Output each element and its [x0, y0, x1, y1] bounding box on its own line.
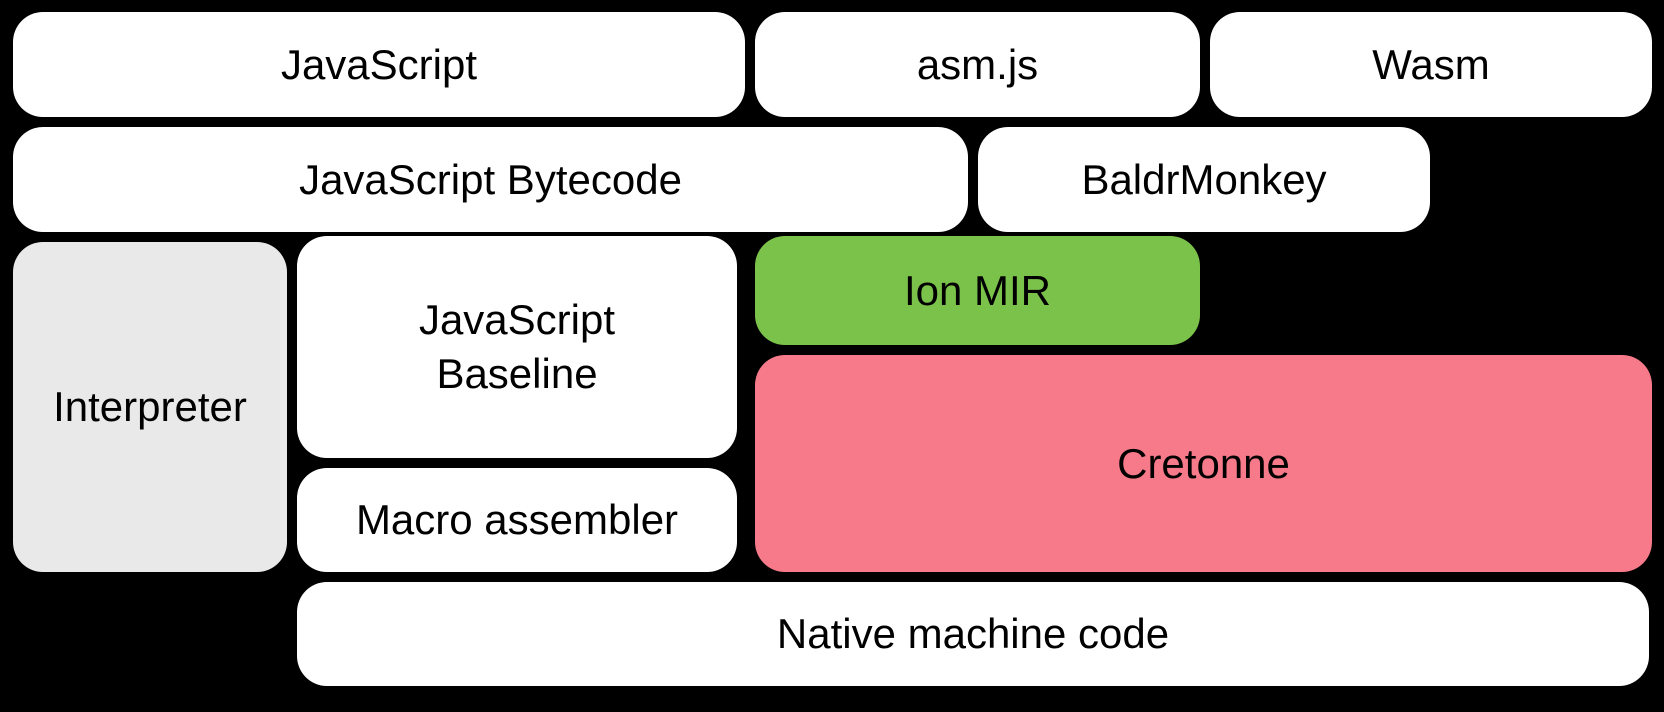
- box-javascript-label: JavaScript: [280, 40, 478, 88]
- box-baldrmonkey-label: BaldrMonkey: [1081, 155, 1327, 203]
- box-javascript-bytecode-label: JavaScript Bytecode: [299, 155, 682, 203]
- box-asm-js: asm.js: [755, 12, 1200, 117]
- box-wasm-label: Wasm: [1372, 40, 1490, 88]
- box-macro-assembler-label: Macro assembler: [355, 496, 679, 544]
- box-javascript-baseline: JavaScript Baseline: [297, 236, 737, 458]
- box-native-machine-code: Native machine code: [297, 582, 1649, 686]
- box-cretonne-label: Cretonne: [1117, 439, 1290, 487]
- box-javascript-bytecode: JavaScript Bytecode: [13, 127, 968, 232]
- box-asm-js-label: asm.js: [916, 40, 1039, 88]
- box-javascript-baseline-label: JavaScript Baseline: [418, 296, 616, 397]
- box-ion-mir: Ion MIR: [755, 236, 1200, 345]
- box-interpreter-label: Interpreter: [53, 383, 247, 431]
- box-native-machine-code-label: Native machine code: [776, 610, 1170, 658]
- box-baldrmonkey: BaldrMonkey: [978, 127, 1430, 232]
- box-interpreter: Interpreter: [13, 242, 287, 572]
- box-wasm: Wasm: [1210, 12, 1652, 117]
- box-javascript: JavaScript: [13, 12, 745, 117]
- box-cretonne: Cretonne: [755, 355, 1652, 572]
- box-macro-assembler: Macro assembler: [297, 468, 737, 572]
- box-ion-mir-label: Ion MIR: [903, 266, 1052, 314]
